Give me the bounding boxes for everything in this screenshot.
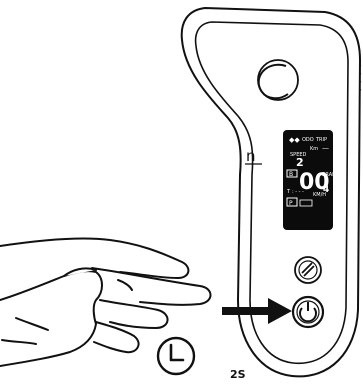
brake-label: BRAKE — [322, 172, 339, 178]
speed-value: 00 — [299, 170, 330, 195]
clock-icon — [156, 336, 196, 376]
mode-button-icon[interactable] — [294, 256, 322, 284]
unit-label: KM/H — [313, 192, 326, 198]
power-button-icon[interactable] — [291, 295, 325, 329]
time-label: T — [286, 189, 291, 195]
brake-lever-icon — [257, 59, 299, 101]
lcd-display: ◆◆ ODO TRIP SPEED Km — 2 B 00 BRAKE T : … — [283, 130, 339, 230]
km-label: Km — [310, 146, 318, 152]
mini-value: 4 — [323, 185, 329, 195]
controller-bezel — [194, 21, 349, 364]
svg-text:: - - -: : - - - — [292, 189, 304, 195]
mode-letter-bottom: P — [289, 200, 293, 207]
trip-label: TRIP — [315, 137, 327, 143]
hold-duration-label: 2S — [230, 368, 246, 381]
mode-letter-top: B — [289, 171, 293, 178]
arrow-right-icon — [222, 298, 292, 324]
minus-icon: — — [322, 144, 329, 152]
odo-label: ODO — [302, 137, 314, 143]
bluetooth-battery-icon: ◆◆ — [289, 136, 300, 144]
speed-mode: 2 — [296, 156, 304, 169]
callout-label: n — [246, 147, 256, 165]
controller-body — [180, 6, 362, 378]
small-battery-icon — [299, 199, 313, 207]
battery-icon — [286, 169, 298, 178]
pointing-hand-icon — [0, 237, 212, 367]
battery-icon-lower — [286, 197, 298, 207]
speed-label: SPEED — [290, 152, 307, 158]
